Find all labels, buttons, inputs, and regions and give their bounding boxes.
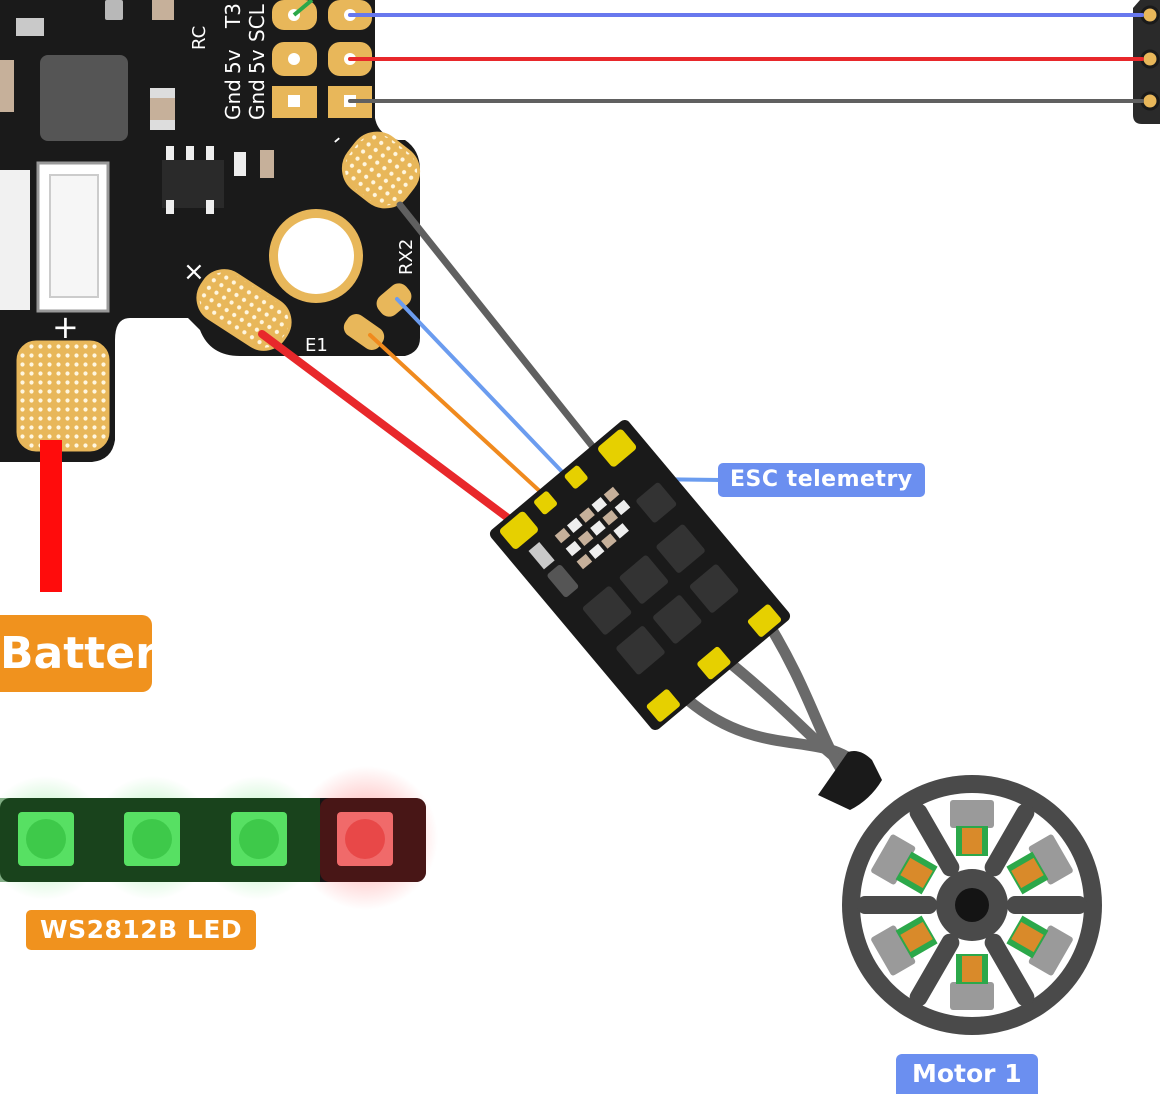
- led-4: [337, 812, 393, 866]
- battery-label: Battery +: [0, 615, 152, 692]
- led-2: [124, 812, 180, 866]
- silk-rx2: RX2: [396, 239, 417, 275]
- led-strip: [0, 766, 438, 910]
- flight-controller-board: [0, 0, 1160, 462]
- silk-plus: +: [52, 308, 79, 346]
- silk-t3: T3: [221, 3, 245, 29]
- wire-esc-power: [258, 330, 524, 531]
- motor: [818, 751, 1102, 1035]
- silk-x-mark: ×: [183, 257, 205, 287]
- silk-gnd-a: Gnd: [221, 79, 245, 120]
- wire-motor-c: [759, 612, 851, 781]
- led-1: [18, 812, 74, 866]
- silk-scl: SCL: [245, 3, 269, 42]
- led-3: [231, 812, 287, 866]
- silk-rc: RC: [189, 26, 210, 50]
- wire-motor-a: [682, 694, 864, 771]
- silk-gnd-b: Gnd: [245, 79, 269, 120]
- motor-spokes: [857, 803, 1087, 1007]
- silkscreen: RC T3 SCL 5v 5v Gnd Gnd RX2 E1 + - ×: [52, 3, 417, 356]
- wire-esc-telemetry: [395, 297, 570, 480]
- motor-label: Motor 1: [896, 1054, 1038, 1094]
- silk-e1: E1: [305, 335, 328, 356]
- led-label: WS2812B LED: [26, 910, 257, 950]
- motor-stator: [871, 800, 1073, 1010]
- wire-esc-signal: [368, 333, 547, 498]
- esc-telemetry-label: ESC telemetry: [718, 463, 925, 497]
- silk-5v-b: 5v: [245, 49, 269, 74]
- wires: [40, 13, 1144, 781]
- wire-esc-ground: [396, 201, 601, 456]
- esc-board: [489, 420, 791, 730]
- wire-battery: [40, 440, 62, 592]
- silk-5v-a: 5v: [221, 49, 245, 74]
